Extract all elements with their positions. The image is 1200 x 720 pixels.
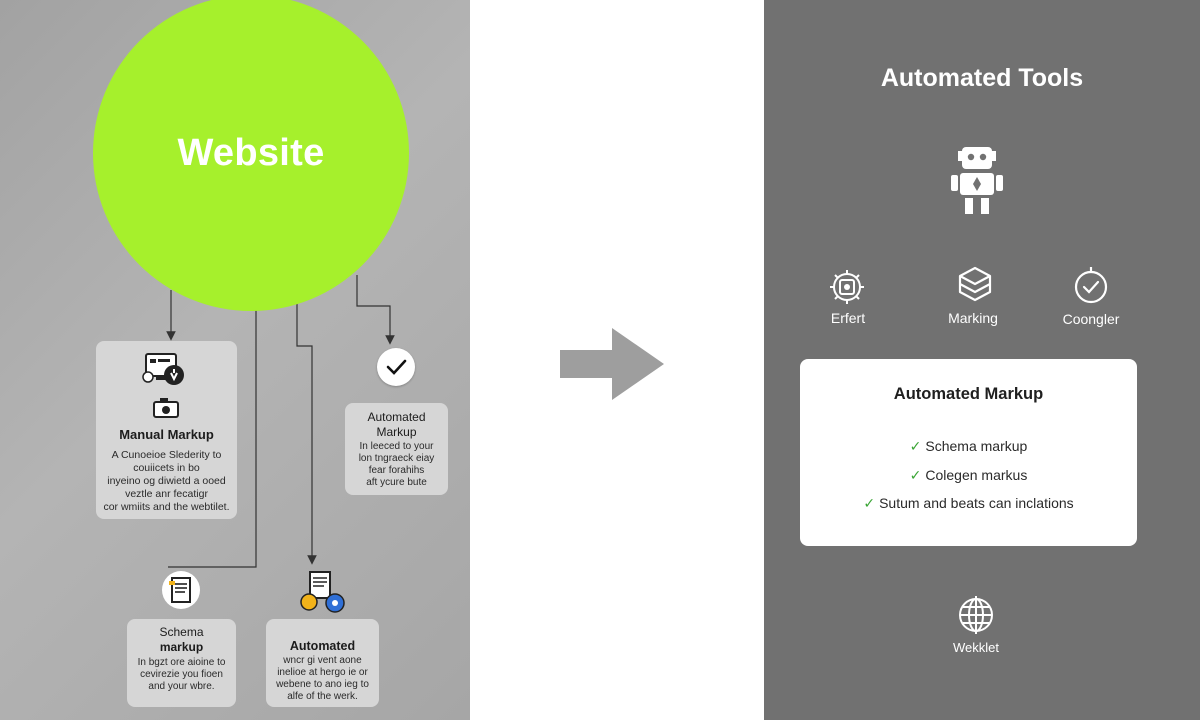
markup-item-3-text: Sutum and beats can inclations xyxy=(879,495,1074,511)
globe-grid-icon xyxy=(959,596,993,634)
automated-mid-line-4: aft ycure bute xyxy=(366,477,427,488)
check-target-icon xyxy=(1074,267,1108,304)
automation-docs-icon xyxy=(300,571,345,613)
automated-markup-card: Automated Markup In leeced to your lon t… xyxy=(345,403,448,495)
automated-tools-title: Automated Tools xyxy=(880,64,1084,92)
connector-to-automated-bottom xyxy=(296,300,317,565)
markup-item-1-text: Schema markup xyxy=(925,438,1028,454)
camera-icon xyxy=(153,398,179,418)
markup-item-2: ✓Colegen markus xyxy=(800,467,1137,484)
cube-icon xyxy=(958,266,992,302)
code-computer-icon xyxy=(142,353,184,385)
manual-line-2: couiicets in bo xyxy=(133,462,200,474)
markup-item-3: ✓Sutum and beats can inclations xyxy=(800,495,1137,512)
schema-line-2: cevirezie you fioen xyxy=(140,669,223,680)
tool-label-erfert: Erfert xyxy=(830,310,866,326)
check-icon: ✓ xyxy=(909,467,922,483)
manual-line-4: veztle anr fecatigr xyxy=(125,488,208,500)
schema-title-2: markup xyxy=(159,640,204,654)
bottom-label-wekklet: Wekklet xyxy=(953,640,999,655)
automated-mid-title-1: Automated xyxy=(367,410,426,424)
schema-title-1: Schema xyxy=(159,625,204,639)
tool-label-marking: Marking xyxy=(948,310,998,326)
check-icon: ✓ xyxy=(863,495,876,511)
check-circle xyxy=(377,348,415,386)
markup-item-1: ✓Schema markup xyxy=(800,438,1137,455)
manual-line-5: cor wmiits and the webtilet. xyxy=(103,501,230,513)
automated-mid-line-1: In leeced to your xyxy=(359,441,434,452)
connector-to-schema xyxy=(168,310,257,568)
website-title: Website xyxy=(177,131,325,174)
check-icon: ✓ xyxy=(909,438,922,454)
manual-markup-title: Manual Markup xyxy=(119,427,214,442)
automated-mid-line-2: lon tngraeck eiay xyxy=(358,453,435,464)
checkmark-icon xyxy=(386,359,407,375)
schema-markup-card: Schema markup In bgzt ore aioine to cevi… xyxy=(127,619,236,707)
automated-bottom-line-1: wncr gi vent aone xyxy=(283,655,362,666)
manual-line-1: A Cunoeioe Slederity to xyxy=(111,449,222,461)
tool-label-coongler: Coongler xyxy=(1062,311,1120,327)
automated-mid-line-3: fear forahihs xyxy=(368,465,425,476)
markup-item-2-text: Colegen markus xyxy=(925,467,1028,483)
robot-icon xyxy=(951,147,1003,214)
automated-bottom-line-3: webene to ano ieg to xyxy=(276,679,369,690)
document-icon xyxy=(162,571,200,609)
automated-markup-panel: Automated Markup ✓Schema markup ✓Colegen… xyxy=(800,359,1137,546)
schema-line-3: and your wbre. xyxy=(148,681,215,692)
automated-markup-panel-title: Automated Markup xyxy=(893,385,1044,403)
manual-line-3: inyeino og diwietd a ooed xyxy=(107,475,226,487)
schema-line-1: In bgzt ore aioine to xyxy=(137,657,226,668)
connector-to-check xyxy=(356,275,395,345)
manual-markup-card: Manual Markup A Cunoeioe Slederity to co… xyxy=(96,341,237,519)
website-circle: Website xyxy=(93,0,409,311)
automated-bottom-line-4: alfe of the werk. xyxy=(287,691,358,702)
connector-lines xyxy=(166,275,395,568)
automated-mid-title-2: Markup xyxy=(376,425,417,439)
automated-bottom-title: Automated xyxy=(289,639,356,653)
gear-chip-icon xyxy=(830,270,864,304)
arrow-right-icon xyxy=(560,328,664,400)
automated-bottom-line-2: inelioe at hergo ie or xyxy=(277,667,368,678)
automated-card: Automated wncr gi vent aone inelioe at h… xyxy=(266,619,379,707)
